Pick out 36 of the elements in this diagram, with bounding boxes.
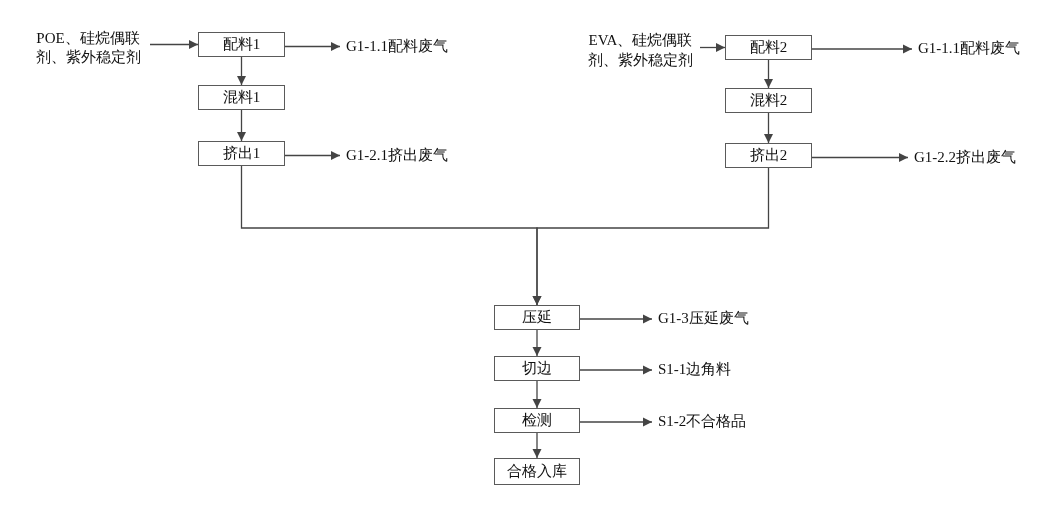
arrow (532, 432, 542, 459)
text-label: G1-2.2挤出废气 (908, 147, 1058, 169)
process-box: 切边 (494, 356, 580, 381)
process-box: 挤出1 (198, 141, 285, 166)
process-box: 挤出2 (725, 143, 812, 168)
arrow (284, 150, 341, 161)
process-box: 配料1 (198, 32, 285, 57)
arrow (811, 152, 909, 163)
process-box: 检测 (494, 408, 580, 433)
arrow (579, 365, 653, 375)
arrow (579, 417, 653, 427)
text-label: POE、硅烷偶联剂、紫外稳定剂 (20, 8, 150, 88)
arrow (699, 42, 726, 53)
arrow (532, 167, 770, 306)
arrow (763, 112, 774, 144)
arrow (763, 59, 774, 89)
text-label: G1-1.1配料废气 (340, 36, 505, 58)
process-box: 合格入库 (494, 458, 580, 485)
arrow (532, 329, 542, 357)
text-label: S1-2不合格品 (652, 411, 792, 433)
process-box: 混料2 (725, 88, 812, 113)
text-label: EVA、硅烷偶联剂、紫外稳定剂 (575, 8, 700, 93)
process-box: 压延 (494, 305, 580, 330)
text-label: G1-2.1挤出废气 (340, 145, 505, 167)
arrow (579, 314, 653, 324)
arrow (236, 56, 247, 86)
arrow (284, 41, 341, 52)
text-label: S1-1边角料 (652, 359, 792, 381)
text-label: G1-3压延废气 (652, 308, 802, 330)
arrow (532, 380, 542, 409)
arrow (149, 39, 199, 50)
process-box: 混料1 (198, 85, 285, 110)
arrow (811, 44, 913, 54)
process-box: 配料2 (725, 35, 812, 60)
arrow (236, 109, 247, 142)
text-label: G1-1.1配料废气 (912, 38, 1057, 60)
